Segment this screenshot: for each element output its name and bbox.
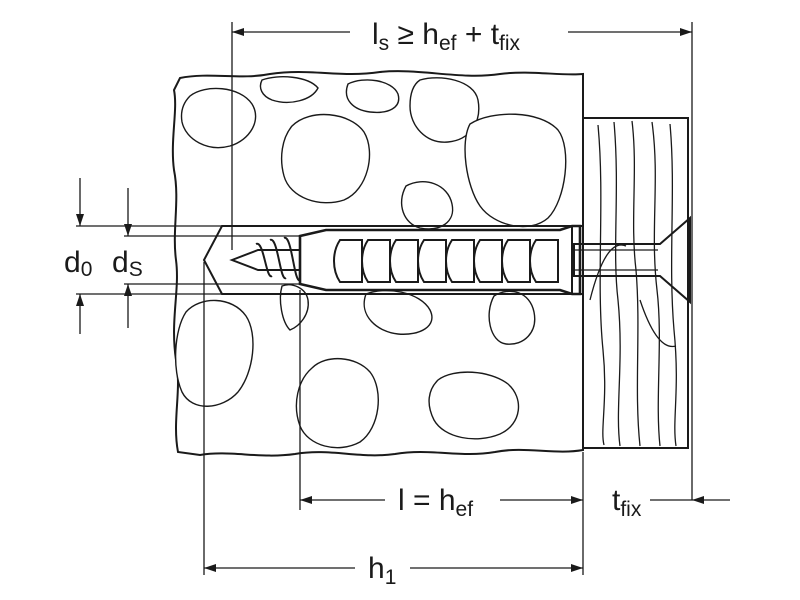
plastic-plug	[298, 224, 582, 296]
tfix-dimension-label: tfix	[612, 484, 642, 521]
concrete-base-material	[171, 70, 584, 457]
wooden-fixture	[582, 117, 689, 449]
dimension-lines	[76, 28, 730, 572]
ls-dimension-label: ls ≥ hef + tfix	[372, 18, 521, 55]
drill-hole	[202, 225, 584, 295]
extension-lines	[76, 22, 693, 575]
screw	[229, 215, 691, 305]
l-hef-dimension-label: l = hef	[398, 484, 473, 521]
plug-ribs	[333, 239, 559, 283]
h1-dimension-label: h1	[368, 552, 396, 589]
d0-dimension-label: d0	[64, 246, 92, 281]
ds-dimension-label: dS	[112, 246, 143, 281]
